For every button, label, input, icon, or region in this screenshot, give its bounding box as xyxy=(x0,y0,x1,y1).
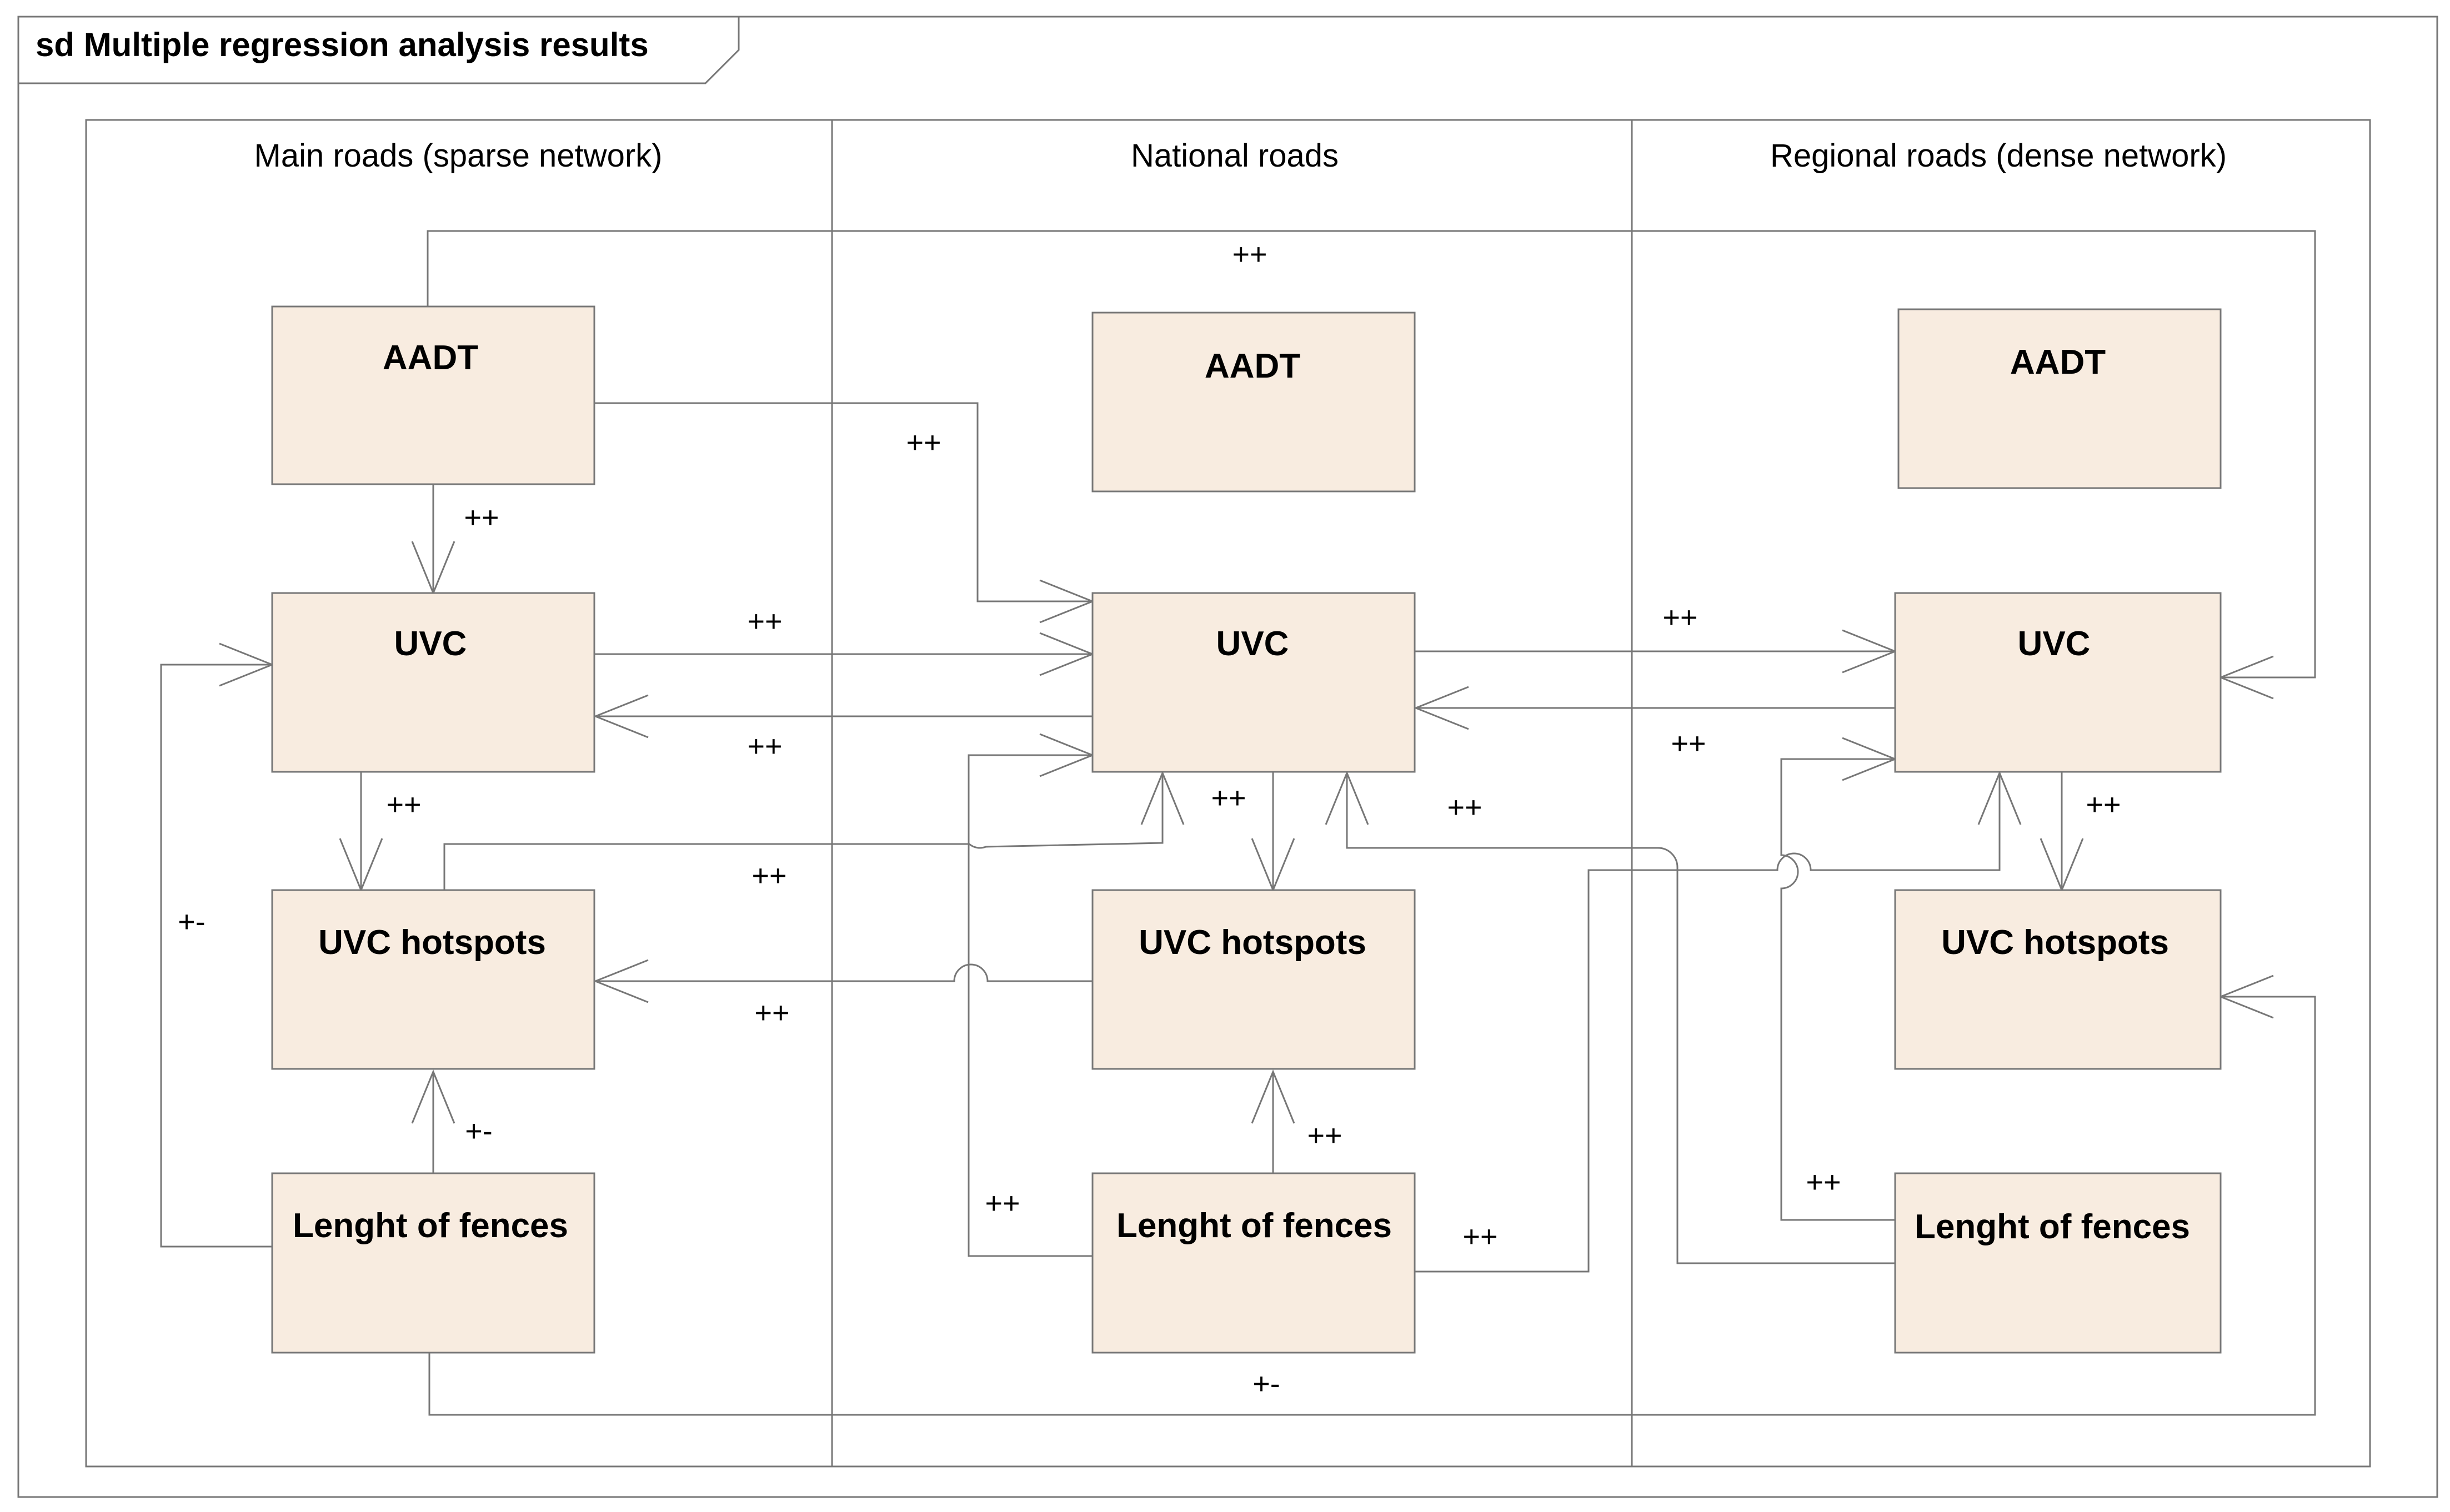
edge-label: ++ xyxy=(1232,238,1267,271)
node-regional-hotspots xyxy=(1894,889,2222,1070)
edge-label: ++ xyxy=(747,730,782,763)
edge-label: ++ xyxy=(1211,781,1246,815)
edge-label: +- xyxy=(178,905,206,938)
arrowhead xyxy=(593,959,649,1003)
node-regional-uvc xyxy=(1894,592,2222,773)
node-regional-aadt-label: AADT xyxy=(2010,343,2106,381)
edge-label: +- xyxy=(465,1114,493,1148)
node-regional-fences xyxy=(1894,1172,2222,1354)
lane-header-main: Main roads (sparse network) xyxy=(254,138,663,174)
edge-regional-fences-to-regional-uvc xyxy=(1780,758,1895,1221)
arrowhead xyxy=(1251,1069,1295,1124)
edge-label: ++ xyxy=(386,788,421,821)
edge-main-aadt-to-regional-uvc xyxy=(427,230,2316,679)
arrowhead xyxy=(1325,771,1369,825)
arrowhead xyxy=(1140,771,1185,825)
node-main-uvc-label: UVC xyxy=(394,625,467,663)
edge-regional-fences-to-national-uvc xyxy=(1346,773,1895,1264)
edge-national-fences-to-regional-uvc xyxy=(1415,773,2001,1273)
edge-label: ++ xyxy=(2086,788,2121,821)
lane-header-regional: Regional roads (dense network) xyxy=(1770,138,2227,174)
lane-container xyxy=(85,119,2371,1468)
edge-label: ++ xyxy=(751,859,786,892)
node-main-hotspots-label: UVC hotspots xyxy=(318,923,546,962)
node-regional-aadt xyxy=(1897,308,2222,489)
edge-label: ++ xyxy=(1662,601,1697,634)
node-national-aadt xyxy=(1091,312,1416,493)
edge-label: ++ xyxy=(464,501,499,534)
node-national-uvc xyxy=(1091,592,1416,773)
node-main-uvc xyxy=(271,592,595,773)
lane-header-national: National roads xyxy=(1131,138,1339,174)
node-main-aadt-label: AADT xyxy=(383,339,478,377)
edge-label: ++ xyxy=(1307,1119,1342,1152)
edge-label: ++ xyxy=(1806,1166,1841,1199)
arrowhead xyxy=(593,694,649,739)
arrowhead xyxy=(411,1069,455,1124)
node-main-aadt xyxy=(271,305,595,485)
edge-label: ++ xyxy=(754,996,789,1029)
edge-national-fences-to-national-uvc xyxy=(968,754,1093,1257)
connector-lines xyxy=(160,230,2316,1416)
edge-label: ++ xyxy=(1671,727,1706,760)
node-main-hotspots xyxy=(271,889,595,1070)
edge-national-hotspots-to-main-hotspots xyxy=(595,963,1093,982)
edge-label: ++ xyxy=(1447,791,1482,824)
frame-border xyxy=(17,16,2438,1498)
arrowhead xyxy=(1413,686,1469,730)
title-tab xyxy=(18,17,740,84)
node-national-hotspots-label: UVC hotspots xyxy=(1139,923,1366,962)
node-national-fences xyxy=(1091,1172,1416,1354)
edge-label: ++ xyxy=(906,426,941,459)
node-regional-uvc-label: UVC xyxy=(2018,625,2091,663)
node-national-aadt-label: AADT xyxy=(1205,347,1300,385)
edge-main-fences-to-regional-hotspots xyxy=(428,996,2316,1416)
node-regional-fences-label: Lenght of fences xyxy=(1915,1208,2190,1246)
node-regional-hotspots-label: UVC hotspots xyxy=(1941,923,2169,962)
diagram-title: sd Multiple regression analysis results xyxy=(36,26,649,63)
edge-main-hotspots-to-national-uvc xyxy=(443,773,1164,892)
edge-label: ++ xyxy=(985,1187,1020,1220)
arrowhead xyxy=(1977,771,2022,825)
edge-main-aadt-to-national-uvc xyxy=(594,402,1093,602)
node-main-fences-label: Lenght of fences xyxy=(293,1207,568,1245)
edge-label: ++ xyxy=(747,605,782,638)
edge-label: ++ xyxy=(1462,1220,1497,1253)
edge-label: +- xyxy=(1252,1367,1280,1400)
node-national-fences-label: Lenght of fences xyxy=(1116,1207,1392,1245)
node-national-hotspots xyxy=(1091,889,1416,1070)
node-national-uvc-label: UVC xyxy=(1216,625,1289,663)
node-main-fences xyxy=(271,1172,595,1354)
edge-main-fences-to-main-uvc xyxy=(160,664,272,1248)
